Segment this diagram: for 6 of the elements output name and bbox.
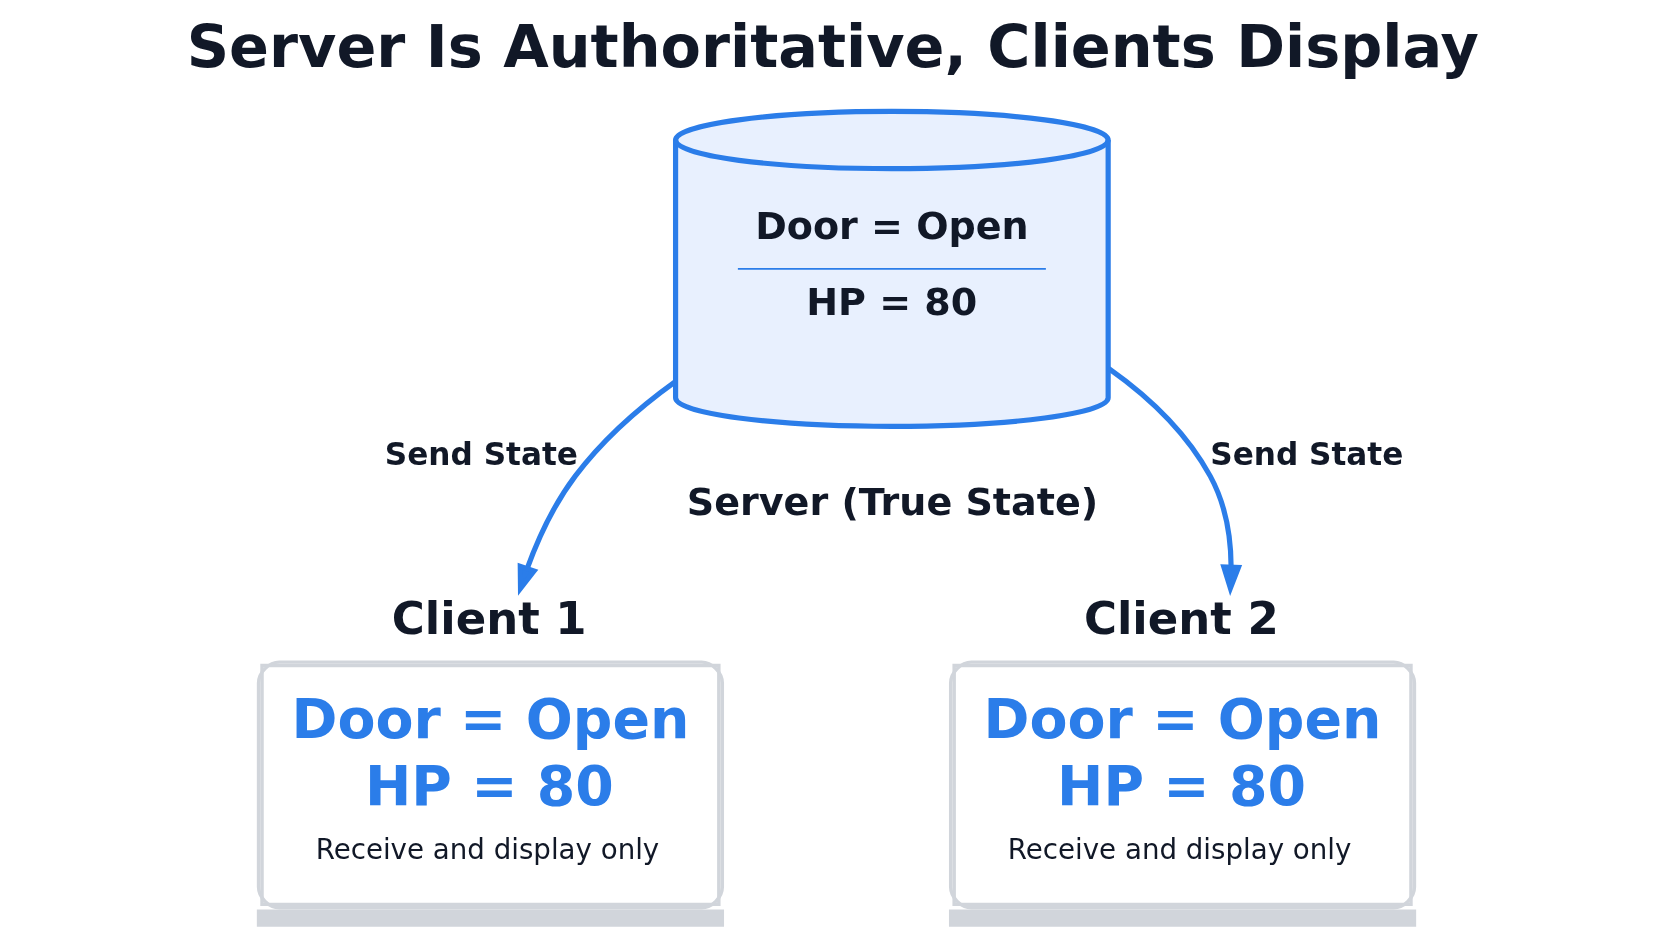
node-label: Client 1 xyxy=(391,592,587,646)
node-label: Server (True State) xyxy=(686,480,1098,525)
diagram-title: Server Is Authoritative, Clients Display xyxy=(186,12,1479,82)
edge-label: Send State xyxy=(384,435,578,472)
edge-label: Send State xyxy=(1209,435,1403,472)
node-label: Client 2 xyxy=(1083,592,1279,646)
